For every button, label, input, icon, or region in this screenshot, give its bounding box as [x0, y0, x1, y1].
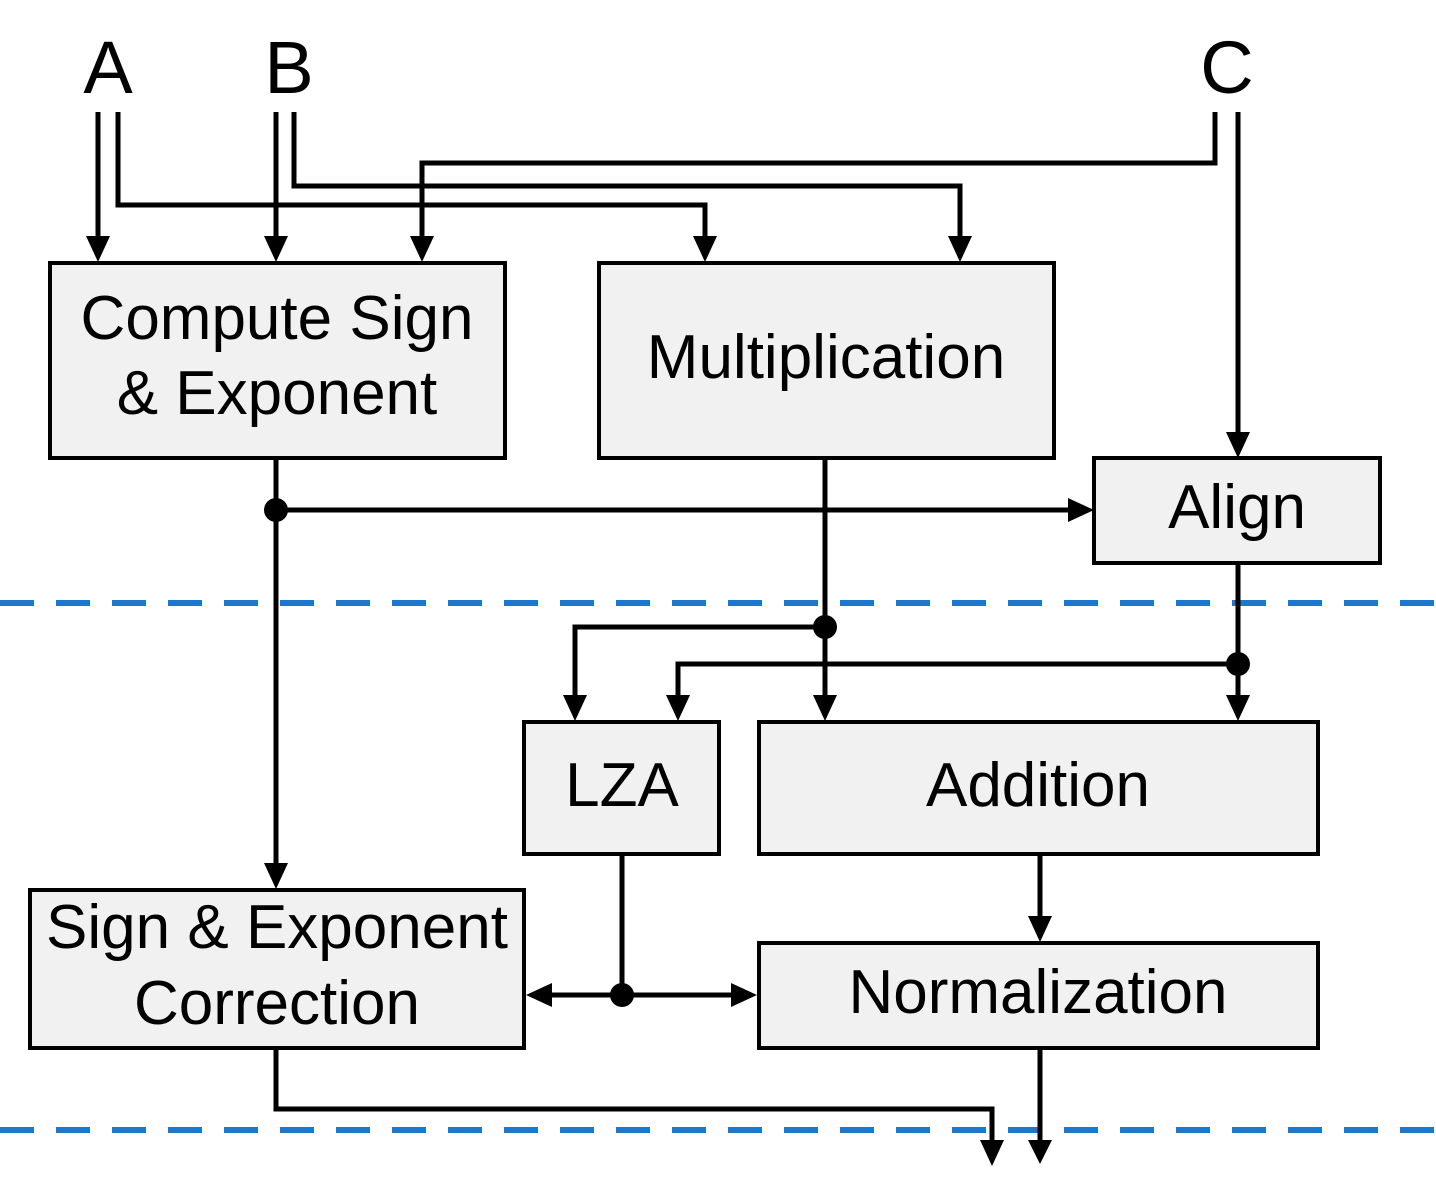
- junction-dot-lza: [610, 983, 634, 1007]
- input-a-label: A: [83, 26, 133, 109]
- arrowheads: [86, 236, 1250, 1166]
- arrowhead-c-compute: [410, 236, 434, 262]
- arrowhead-exponent-align: [1068, 498, 1094, 522]
- input-c-label: C: [1200, 26, 1253, 109]
- junction-dot-product: [813, 615, 837, 639]
- block-align-box: [1092, 456, 1382, 565]
- junction-dot-exponent: [264, 498, 288, 522]
- block-align-label: Align: [1168, 473, 1306, 542]
- arrowhead-c-align: [1226, 432, 1250, 458]
- arrowhead-lza-normalization: [731, 983, 757, 1007]
- input-b-label: B: [264, 26, 313, 109]
- block-addition-label: Addition: [926, 751, 1150, 820]
- arrowhead-correction-output: [980, 1140, 1004, 1166]
- arrowhead-sign-correction: [264, 863, 288, 889]
- block-lza-label: LZA: [565, 751, 679, 820]
- arrowhead-a-multiplication: [693, 236, 717, 262]
- block-normalization: Normalization: [757, 941, 1320, 1050]
- wire-product-to-lza: [572, 624, 825, 697]
- wire-c-to-compute-sign: [419, 112, 1218, 238]
- arrowhead-b-compute: [264, 236, 288, 262]
- block-addition: Addition: [757, 720, 1320, 856]
- block-sign-exponent-correction-box: [28, 888, 526, 1050]
- block-sign-exponent-correction-label-line2: Correction: [134, 969, 420, 1038]
- block-align: Align: [1092, 456, 1382, 565]
- arrowhead-product-addition: [813, 695, 837, 721]
- arrowhead-lza-correction: [526, 983, 552, 1007]
- arrowhead-a-compute: [86, 236, 110, 262]
- block-lza: LZA: [522, 720, 721, 856]
- block-sign-exponent-correction-label-line1: Sign & Exponent: [46, 893, 508, 962]
- internal-wires: [273, 458, 1241, 1142]
- arrowhead-aligned-lza: [666, 695, 690, 721]
- block-compute-sign-exponent: Compute Sign & Exponent: [48, 261, 507, 460]
- block-compute-sign-exponent-label-line2: & Exponent: [117, 359, 438, 428]
- block-compute-sign-exponent-label-line1: Compute Sign: [81, 284, 474, 353]
- arrowhead-b-multiplication: [948, 236, 972, 262]
- block-normalization-label: Normalization: [848, 958, 1227, 1027]
- junction-dots: [264, 498, 1250, 1007]
- wire-correction-output: [273, 1048, 995, 1142]
- junction-dot-aligned: [1226, 652, 1250, 676]
- arrowhead-normalization-output: [1028, 1140, 1052, 1164]
- block-multiplication-box: [597, 261, 1056, 460]
- block-lza-box: [522, 720, 721, 856]
- block-multiplication: Multiplication: [597, 261, 1056, 460]
- wire-aligned-to-lza: [675, 661, 1238, 697]
- block-normalization-box: [757, 941, 1320, 1050]
- block-compute-sign-exponent-box: [48, 261, 507, 460]
- arrowhead-product-lza: [563, 695, 587, 721]
- arrowhead-aligned-addition: [1226, 695, 1250, 721]
- wire-a-to-multiplication: [115, 112, 708, 238]
- block-multiplication-label: Multiplication: [647, 323, 1005, 392]
- input-wires: [95, 112, 1241, 434]
- arrowhead-addition-normalization: [1028, 916, 1052, 942]
- wire-b-to-multiplication: [291, 112, 963, 238]
- block-sign-exponent-correction: Sign & Exponent Correction: [28, 888, 526, 1050]
- block-addition-box: [757, 720, 1320, 856]
